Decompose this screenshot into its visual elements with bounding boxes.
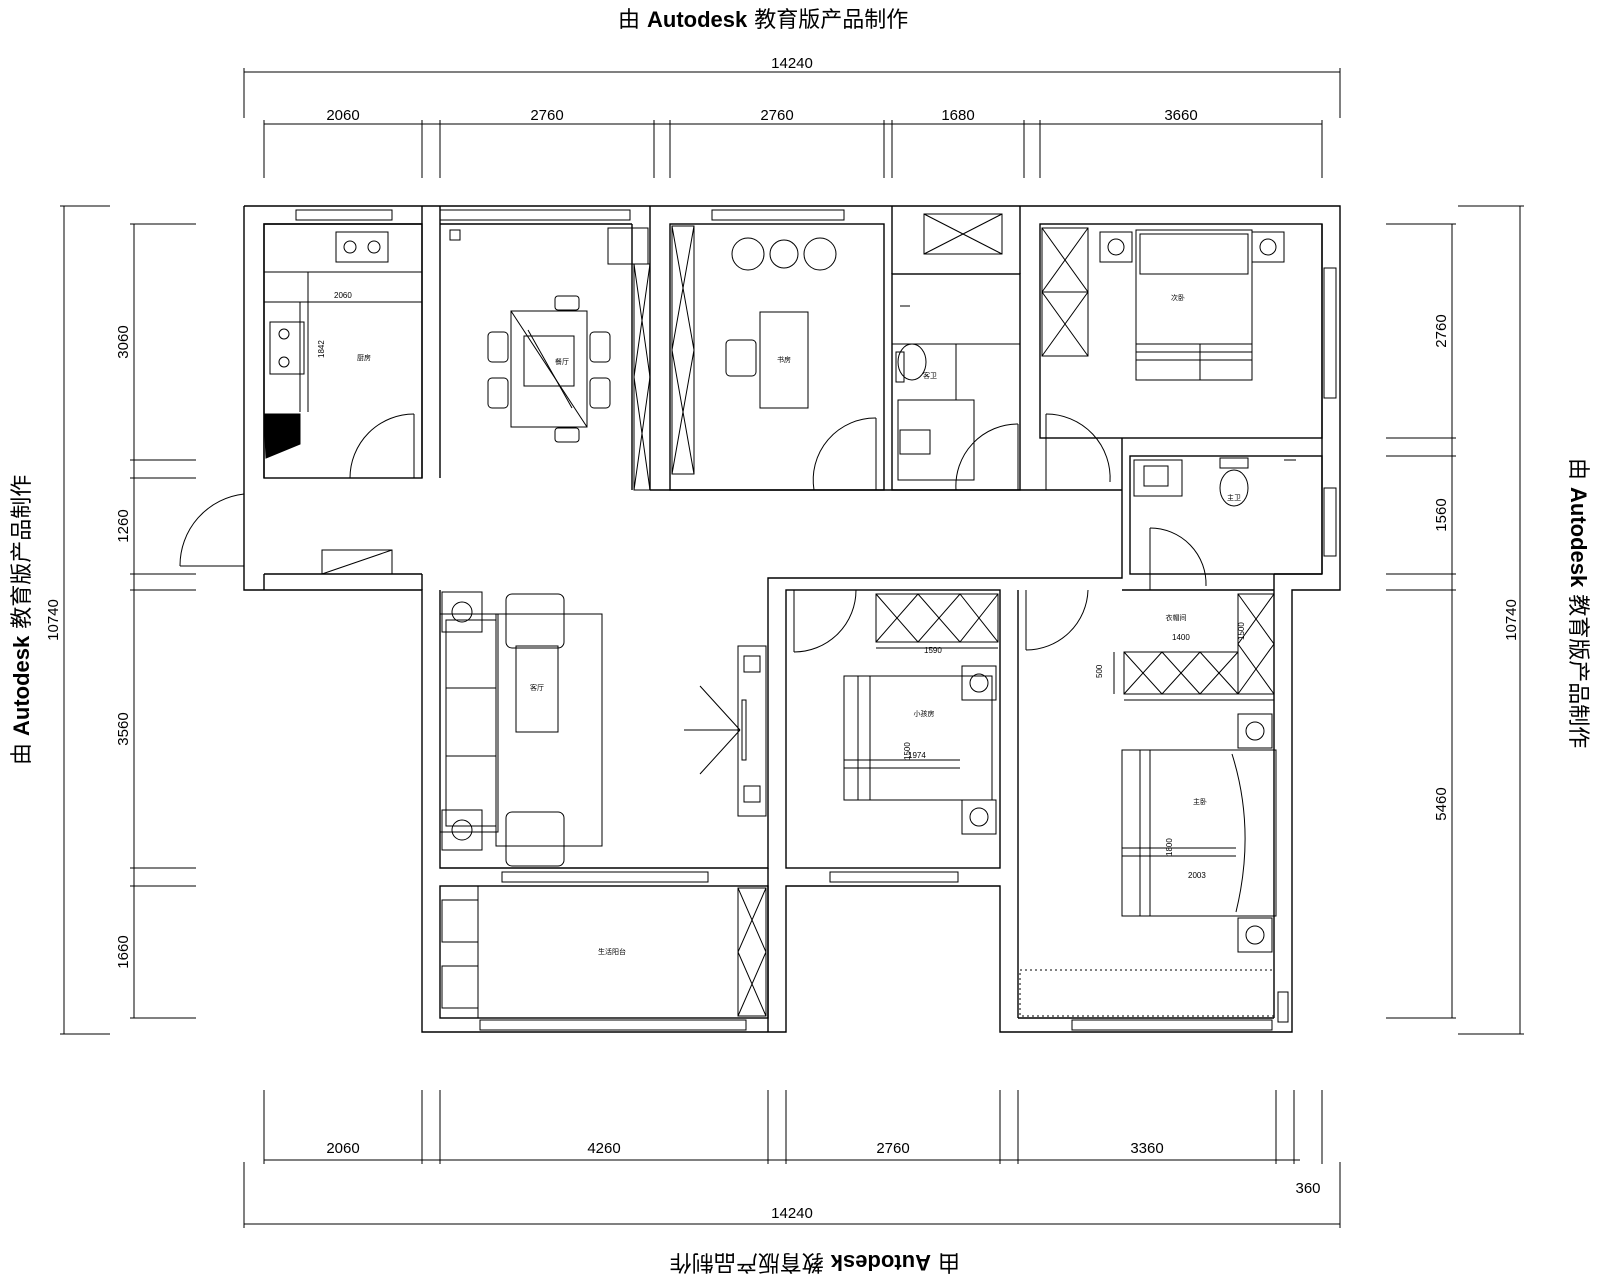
label-utility-balcony: 生活阳台 [598,947,626,956]
label-closet: 衣帽间 [1166,613,1187,622]
entrance-cabinet [321,549,393,575]
dining-table [449,227,649,443]
note-closet-side: 1500 [1237,622,1246,640]
note-wardrobe-1: 1590 [924,646,942,655]
master-bedroom-furniture [1019,713,1277,1017]
note-closet-depth: 500 [1095,664,1104,678]
dim-bottom-1: 2060 [326,1140,359,1157]
room-labels: 厨房 餐厅 书房 客卫 次卧 主卫 客厅 小孩房 衣帽间 主卧 生活阳台 [357,293,1241,956]
stove-icon [269,321,305,375]
second-bedroom-furniture [1041,227,1285,381]
dim-bottom-4: 3360 [1130,1140,1163,1157]
label-master-bath: 主卫 [1227,493,1241,502]
dim-top-total: 14240 [771,55,813,72]
label-children-room: 小孩房 [914,709,935,718]
dim-left-2: 1260 [115,509,132,542]
watermark-prefix: 由 [618,8,641,33]
dimension-lines [60,68,1524,1228]
dim-top-5: 3660 [1164,107,1197,124]
sink-icon [335,231,389,263]
note-bed-2-length: 2003 [1188,871,1206,880]
note-kitchen-width: 2060 [334,291,352,300]
dim-top-1: 2060 [326,107,359,124]
label-living-room: 客厅 [530,683,544,692]
windows [295,209,1337,1031]
note-bed-1-length: 1974 [908,751,926,760]
dim-right-2: 1560 [1433,498,1450,531]
dim-left-4: 1660 [115,935,132,968]
dim-bottom-2: 4260 [587,1140,620,1157]
label-second-bedroom: 次卧 [1171,293,1185,302]
closet-furniture [1113,593,1275,701]
note-bed-2-width: 1800 [1165,838,1174,856]
watermark-suffix: 教育版产品制作 [754,8,909,33]
dimension-labels: 14240 2060 2760 2760 1680 3660 2060 4260… [45,55,1520,1222]
dim-left-total: 10740 [45,599,62,641]
study-furniture [671,225,837,475]
watermark-top: 由 Autodesk 教育版产品制作 [618,2,908,34]
dim-right-1: 2760 [1433,314,1450,347]
dim-left-1: 3060 [115,325,132,358]
doors [179,413,1207,653]
living-room-furniture [439,591,767,867]
dim-top-3: 2760 [760,107,793,124]
guest-bath-fixtures [892,305,1020,481]
fridge-cabinet [633,263,651,491]
children-room-furniture [843,593,999,835]
dim-right-total: 10740 [1503,599,1520,641]
kitchen-fixtures [263,231,422,459]
walls [243,205,1341,1033]
master-bath-fixtures [1133,457,1296,507]
dim-right-3: 5460 [1433,787,1450,820]
note-kitchen-depth: 1842 [317,340,326,358]
label-dining: 餐厅 [555,357,569,366]
dim-bottom-3: 2760 [876,1140,909,1157]
dim-bottom-extra: 360 [1295,1180,1320,1197]
dim-top-2: 2760 [530,107,563,124]
label-master-bedroom: 主卧 [1193,797,1207,806]
label-study: 书房 [777,355,791,364]
label-kitchen: 厨房 [357,353,371,362]
dim-bottom-total: 14240 [771,1205,813,1222]
watermark-brand: Autodesk [647,7,748,32]
label-guest-bath: 客卫 [923,371,937,380]
note-bed-1-width: 1500 [903,742,912,760]
utility-balcony-fixtures [441,886,767,1018]
note-closet-width: 1400 [1172,633,1190,642]
dim-left-3: 3560 [115,712,132,745]
furniture-annotations: 2060 1842 1590 1974 1500 1400 500 1500 1… [317,291,1246,880]
dim-top-4: 1680 [941,107,974,124]
